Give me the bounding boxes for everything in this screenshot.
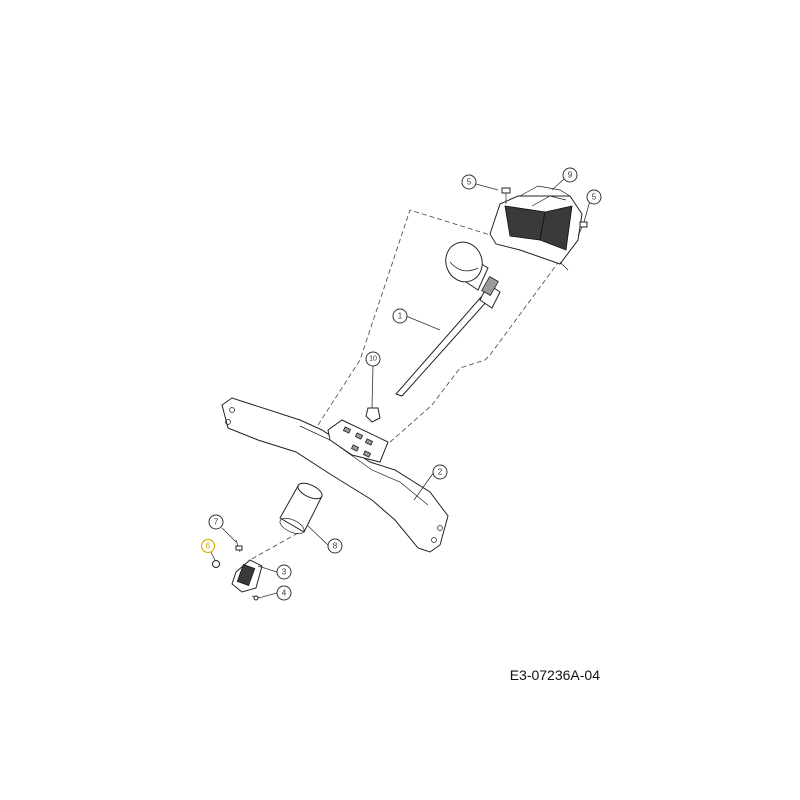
svg-text:8: 8 — [333, 542, 338, 551]
bolt-part — [235, 539, 243, 553]
assembly-guide-line — [317, 209, 511, 426]
callout-3: 3 — [276, 564, 292, 580]
nut-part — [212, 560, 220, 568]
svg-text:3: 3 — [282, 568, 287, 577]
lower-bracket — [231, 559, 263, 593]
callout-2: 2 — [432, 464, 448, 480]
svg-text:2: 2 — [438, 468, 443, 477]
screw-part — [577, 221, 588, 237]
leader-line — [475, 183, 499, 191]
assembly-guide-line — [249, 532, 299, 561]
drawing-number: E3-07236A-04 — [510, 667, 601, 683]
leader-line — [371, 364, 374, 409]
svg-text:1: 1 — [398, 312, 403, 321]
callout-6: 6 — [200, 538, 216, 554]
bolt-part — [251, 595, 263, 601]
leader-line — [257, 565, 278, 573]
callout-5b: 5 — [586, 189, 602, 205]
leader-line — [405, 315, 441, 331]
assembly-guide-line — [371, 259, 561, 459]
leader-line — [307, 525, 330, 547]
shift-lever — [395, 241, 501, 397]
leader-line — [261, 592, 278, 598]
callout-8: 8 — [327, 538, 343, 554]
callout-9: 9 — [562, 167, 578, 183]
svg-text:9: 9 — [568, 171, 573, 180]
svg-text:4: 4 — [282, 589, 287, 598]
callout-5a: 5 — [461, 174, 477, 190]
svg-text:7: 7 — [214, 518, 219, 527]
svg-text:5: 5 — [467, 178, 472, 187]
cylinder-boot — [279, 482, 323, 535]
screw-part — [501, 187, 511, 204]
callout-7: 7 — [208, 514, 224, 530]
leader-line — [221, 527, 237, 543]
clip-part — [365, 407, 381, 423]
leader-line — [551, 177, 566, 191]
callout-4: 4 — [276, 585, 292, 601]
leader-line — [210, 551, 216, 561]
callout-1: 1 — [392, 308, 408, 324]
frame-bar — [221, 397, 449, 553]
svg-text:10: 10 — [369, 356, 377, 363]
svg-text:6: 6 — [206, 542, 211, 551]
svg-text:5: 5 — [592, 193, 597, 202]
leader-line — [413, 471, 435, 501]
callout-10: 10 — [365, 351, 381, 367]
lever-cover — [489, 185, 583, 271]
